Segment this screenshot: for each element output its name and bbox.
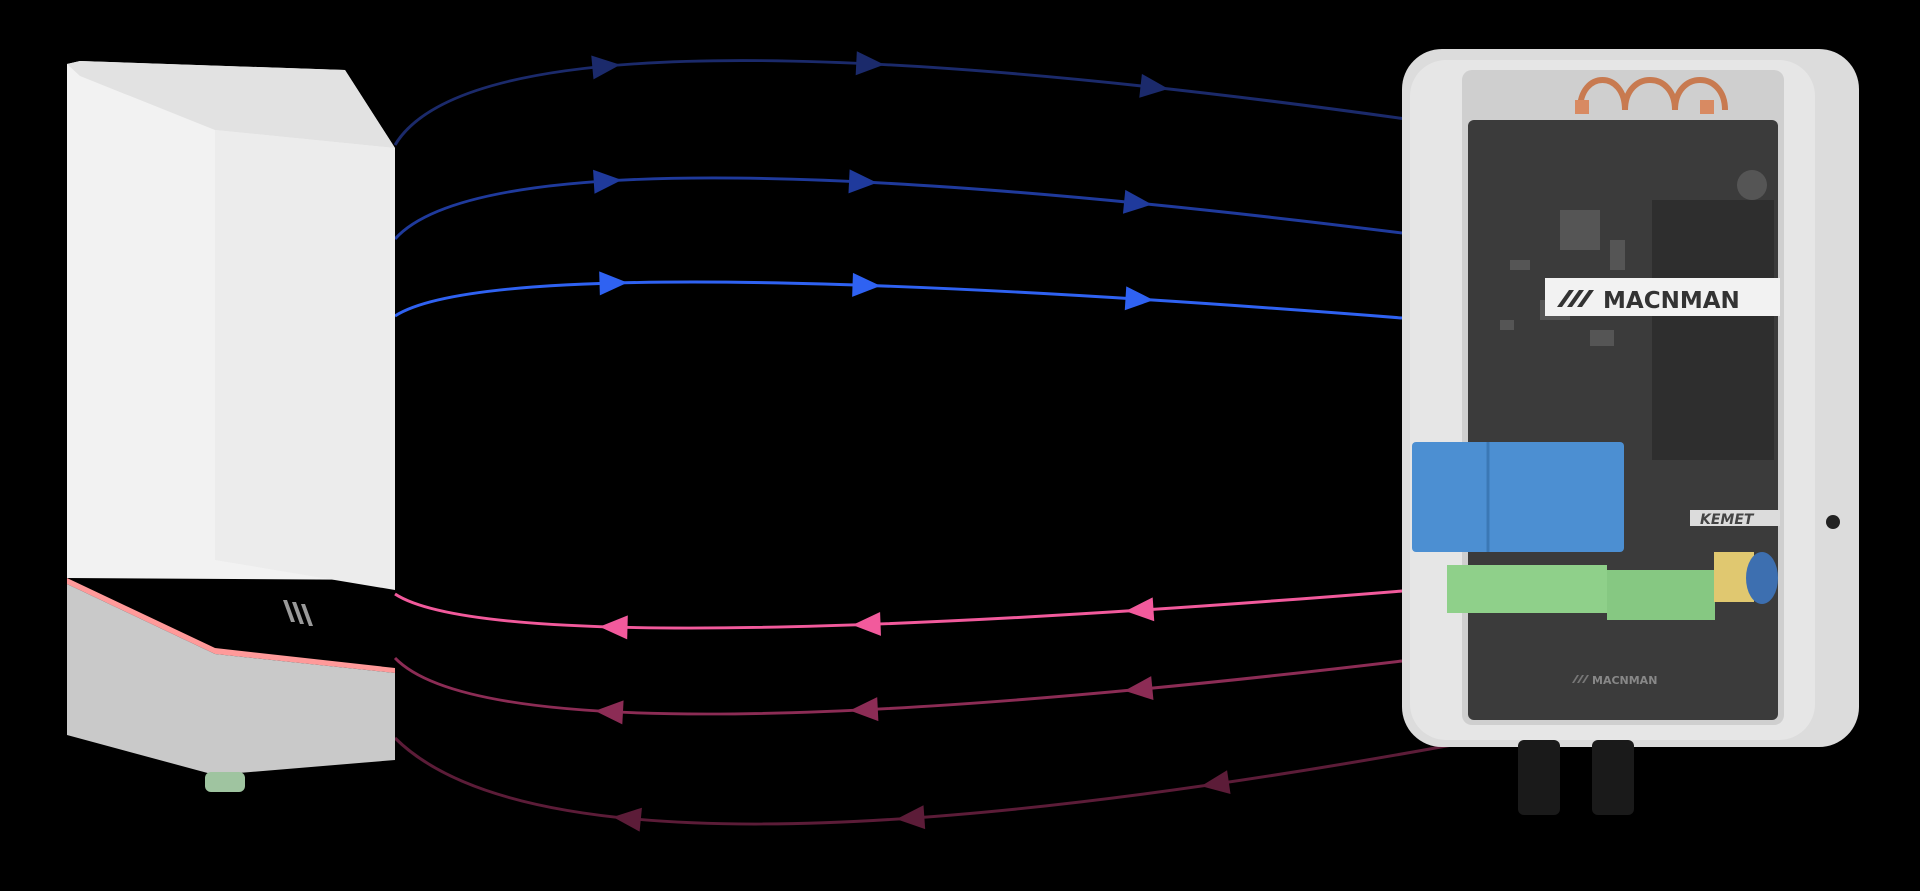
terminal-block-left	[1447, 565, 1607, 613]
arrow-icon	[591, 55, 621, 80]
capacitor-label-plate	[1690, 510, 1780, 526]
bottom-brand-label: MACNMAN	[1592, 674, 1657, 687]
sensor-unit	[67, 61, 395, 792]
relay-block	[1412, 442, 1624, 552]
coil-antenna	[1577, 77, 1728, 111]
arrow-icon	[1201, 770, 1231, 794]
signal-link	[394, 589, 1403, 630]
signal-link	[393, 176, 1403, 241]
power-module	[1652, 200, 1774, 460]
arrow-icon	[599, 271, 628, 296]
arrow-icon	[852, 611, 881, 636]
arrow-icon	[1139, 73, 1169, 98]
signal-links	[393, 51, 1507, 832]
arrow-icon	[1122, 189, 1152, 214]
arrow-icon	[594, 700, 624, 725]
sensor-led-strip	[67, 578, 395, 673]
arrow-icon	[896, 805, 926, 830]
arrow-icon	[1124, 286, 1154, 311]
cable-gland	[1592, 740, 1634, 815]
capacitor	[1737, 170, 1767, 200]
brand-label: MACNMAN	[1603, 288, 1740, 314]
sensor-connector	[205, 772, 245, 792]
signal-link	[393, 656, 1403, 716]
signal-link	[393, 733, 1507, 826]
screw-hole	[1826, 515, 1840, 529]
varistor	[1746, 552, 1778, 604]
cable-gland	[1518, 740, 1560, 815]
capacitor-label: KEMET	[1700, 512, 1755, 528]
brand-logo-icon	[1557, 290, 1594, 307]
terminal-block-right	[1607, 570, 1715, 620]
signal-link	[393, 59, 1428, 146]
sensor-logo-icon	[283, 600, 313, 626]
sensor-right-face	[215, 130, 395, 590]
arrow-icon	[612, 807, 642, 832]
arrow-icon	[852, 272, 881, 297]
controller-unit: MACNMAN KEMET MACNMAN	[1402, 49, 1859, 815]
arrow-icon	[599, 615, 628, 640]
arrow-icon	[1125, 597, 1155, 622]
arrow-icon	[849, 697, 879, 722]
coil-pad	[1700, 100, 1714, 114]
arrow-icon	[1124, 676, 1154, 701]
sensor-top-bevel	[67, 61, 395, 148]
coil-pad	[1575, 100, 1589, 114]
signal-link	[394, 280, 1403, 320]
bottom-logo-icon	[1572, 675, 1589, 683]
arrow-icon	[855, 51, 885, 76]
sensor-base	[67, 584, 395, 775]
arrow-icon	[848, 169, 878, 194]
arrow-icon	[593, 169, 622, 194]
